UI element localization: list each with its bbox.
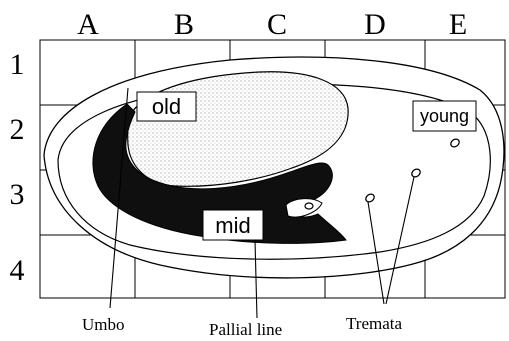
column-label-a: A — [77, 8, 99, 41]
column-label-b: B — [174, 8, 194, 41]
column-label-d: D — [364, 8, 386, 41]
label-young: young — [413, 101, 476, 131]
umbo-caption: Umbo — [82, 315, 125, 334]
row-label-4: 4 — [10, 254, 25, 287]
column-label-e: E — [449, 8, 467, 41]
row-label-3: 3 — [10, 178, 25, 211]
pallial-line-caption: Pallial line — [209, 320, 282, 339]
tremata-caption: Tremata — [346, 314, 402, 333]
column-label-c: C — [267, 8, 287, 41]
row-label-2: 2 — [10, 113, 25, 146]
label-old-text: old — [152, 94, 181, 119]
label-old: old — [137, 92, 196, 121]
notch-hole — [305, 203, 313, 209]
row-label-1: 1 — [10, 48, 25, 81]
label-mid-text: mid — [215, 213, 250, 238]
label-young-text: young — [420, 106, 469, 126]
label-mid: mid — [203, 210, 263, 240]
